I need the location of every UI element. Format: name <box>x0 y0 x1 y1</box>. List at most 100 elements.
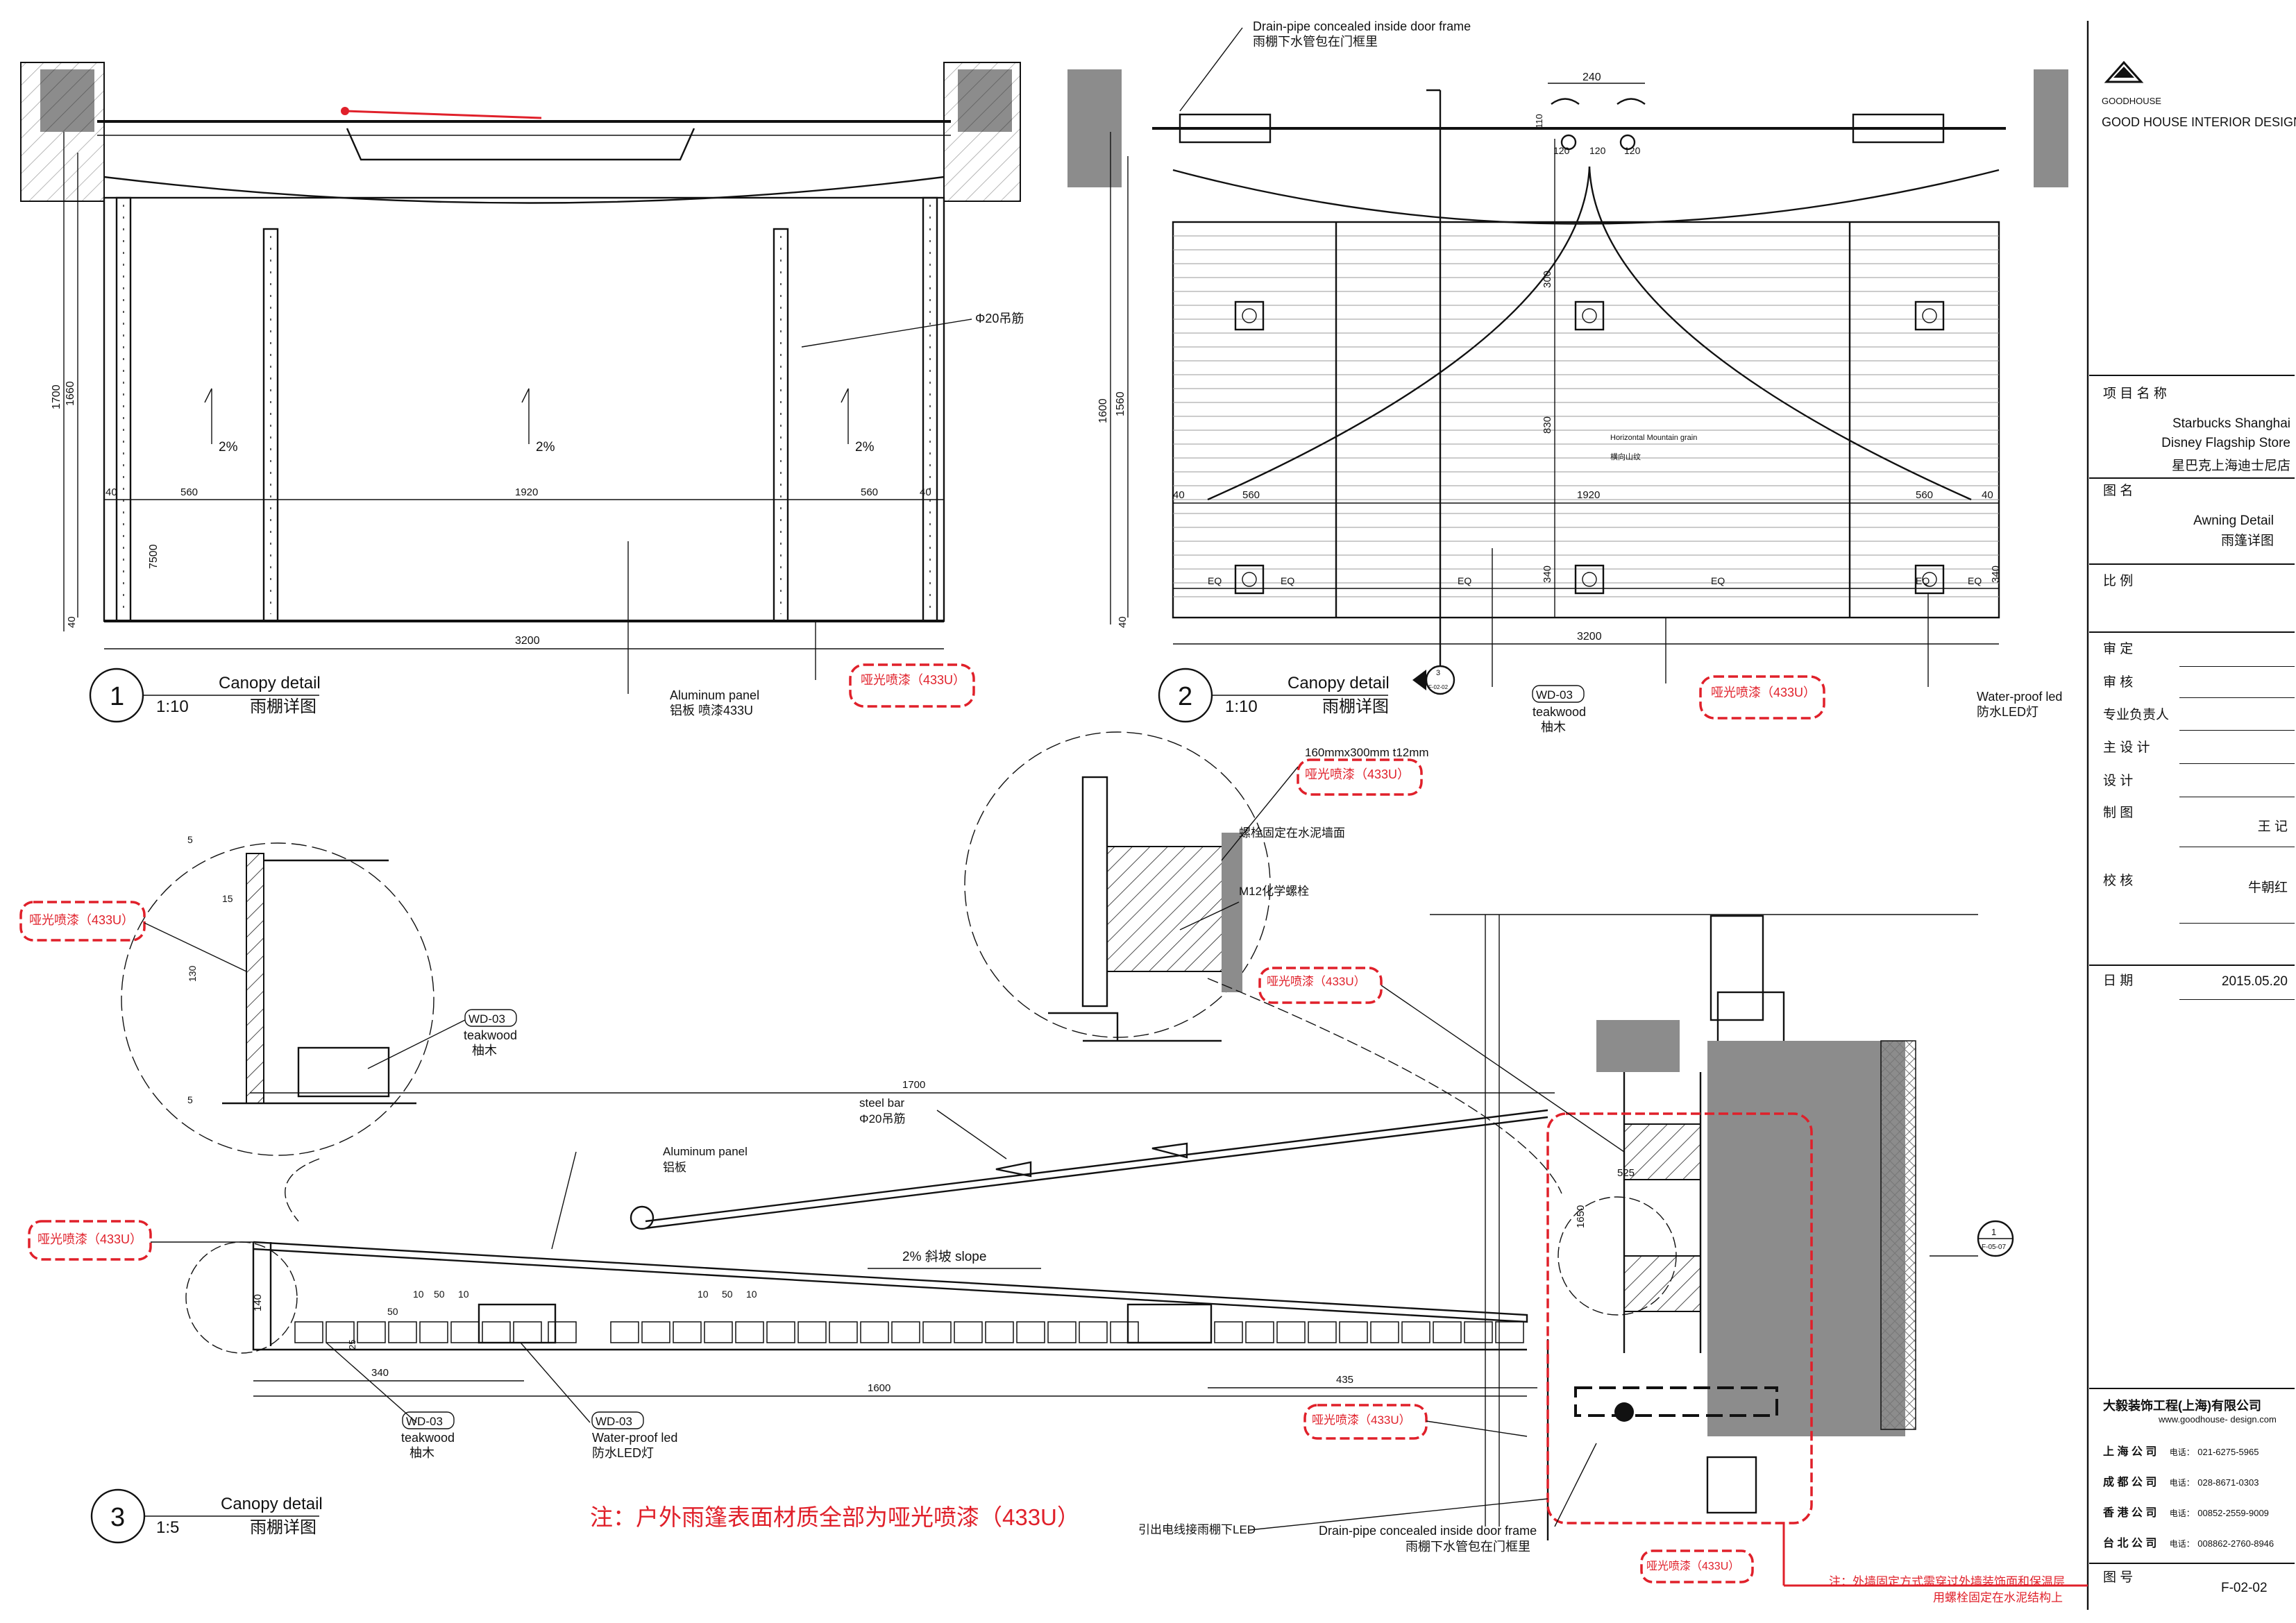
slope-arrow-right: 2% <box>841 388 875 454</box>
led-bar-right <box>1852 113 1945 144</box>
detail-1-scale: 1:10 <box>156 697 189 716</box>
drawing-number-value: F-02-02 <box>2221 1581 2268 1595</box>
company-name-cn: 大毅装饰工程(上海)有限公司 <box>2103 1399 2261 1413</box>
teakwood-block <box>297 1046 390 1098</box>
svg-text:1: 1 <box>110 682 124 711</box>
svg-text:EQ: EQ <box>1916 575 1930 586</box>
svg-text:2%: 2% <box>536 440 555 454</box>
teakwood-strips <box>294 1321 1524 1343</box>
svg-text:1920: 1920 <box>1577 489 1600 501</box>
svg-text:560: 560 <box>1242 489 1260 501</box>
svg-text:140: 140 <box>252 1294 264 1311</box>
svg-text:340: 340 <box>1990 566 2002 583</box>
drawing-name-cn: 雨篷详图 <box>2220 534 2274 548</box>
hanger-fittings: 240 120 120 120 110 <box>1534 71 1646 156</box>
section-mark-3: 3 F-02-02 <box>1412 665 1455 695</box>
office-hongkong: 香 港 公 司 电话： 00852-2559-9009 <box>2103 1507 2269 1519</box>
canopy2-front-curve <box>1172 169 2000 225</box>
panel-label-en: Aluminum panel <box>670 688 759 702</box>
svg-text:50: 50 <box>387 1306 398 1317</box>
svg-text:teakwood: teakwood <box>401 1431 455 1445</box>
date-label: 日 期 <box>2103 974 2134 988</box>
led-box-right <box>1126 1303 1213 1344</box>
office-chengdu: 成 都 公 司 电话： 028-8671-0303 <box>2103 1477 2259 1488</box>
svg-text:10: 10 <box>746 1289 757 1300</box>
drain-label-cn-3: 雨棚下水管包在门框里 <box>1406 1540 1530 1554</box>
company-name-en: GOOD HOUSE INTERIOR DESIGN <box>2102 115 2296 129</box>
plate-size-label: 160mmx300mm t12mm <box>1305 746 1429 759</box>
svg-text:10: 10 <box>458 1289 469 1300</box>
company-website: www.goodhouse- design.com <box>2159 1414 2277 1425</box>
office-shanghai: 上 海 公 司 电话： 021-6275-5965 <box>2103 1446 2259 1458</box>
drawn-by-value: 王 记 <box>2257 819 2288 834</box>
svg-text:防水LED灯: 防水LED灯 <box>592 1446 654 1460</box>
wall-bracket-hatch-lower <box>1623 1255 1701 1312</box>
wall-fix-note-line1: 注：外墙固定方式需穿过外墙装饰面和保温层 <box>1829 1575 2065 1588</box>
canopy-front-curve <box>103 176 945 204</box>
svg-text:WD-03: WD-03 <box>596 1415 632 1428</box>
svg-text:560: 560 <box>180 486 198 498</box>
material-note: 注：户外雨篷表面材质全部为哑光喷漆（433U） <box>590 1504 1080 1530</box>
paint-note-cloud-3b <box>1297 758 1423 796</box>
detail-2-title-cn: 雨棚详图 <box>1322 697 1389 716</box>
svg-text:哑光喷漆（433U）: 哑光喷漆（433U） <box>1312 1413 1411 1427</box>
svg-text:3200: 3200 <box>1577 631 1602 643</box>
scale-label: 比 例 <box>2103 574 2134 588</box>
slope-arrow-mid: 2% <box>521 388 555 454</box>
rib-mid-right <box>773 228 789 622</box>
svg-text:50: 50 <box>722 1289 733 1300</box>
detail-1-title-cn: 雨棚详图 <box>250 697 316 716</box>
drain-label-cn: 雨棚下水管包在门框里 <box>1253 35 1378 49</box>
svg-text:240: 240 <box>1582 71 1601 83</box>
project-name-label: 项 目 名 称 <box>2103 386 2167 401</box>
main-design-label: 主 设 计 <box>2103 740 2150 755</box>
svg-text:560: 560 <box>1916 489 1933 501</box>
paint-note-cloud-3d <box>28 1220 152 1261</box>
svg-text:5: 5 <box>187 834 193 845</box>
svg-text:2%: 2% <box>855 440 875 454</box>
paint-note-cloud-3a <box>19 901 146 942</box>
svg-text:F-05-07: F-05-07 <box>1982 1243 2006 1251</box>
svg-text:40: 40 <box>920 486 931 498</box>
svg-text:横向山纹: 横向山纹 <box>1610 452 1641 461</box>
svg-text:120: 120 <box>1624 145 1641 156</box>
svg-text:Horizontal Mountain grain: Horizontal Mountain grain <box>1610 434 1697 442</box>
svg-text:110: 110 <box>1534 114 1544 128</box>
wire-label: 引出电线接雨棚下LED <box>1138 1523 1256 1536</box>
wall-bracket-hatch-upper <box>1623 1123 1701 1180</box>
office-taipei: 台 北 公 司 电话： 008862-2760-8946 <box>2103 1538 2274 1549</box>
concrete-wall <box>1707 1041 1905 1436</box>
svg-text:哑光喷漆（433U）: 哑光喷漆（433U） <box>861 673 965 687</box>
svg-text:1920: 1920 <box>515 486 538 498</box>
svg-text:50: 50 <box>434 1289 445 1300</box>
detail-1-title-en: Canopy detail <box>219 674 321 692</box>
svg-text:哑光喷漆（433U）: 哑光喷漆（433U） <box>1305 767 1410 781</box>
svg-text:1650: 1650 <box>1575 1205 1587 1228</box>
paint-note-cloud-3e <box>1303 1404 1428 1440</box>
svg-text:5: 5 <box>187 1094 193 1105</box>
svg-text:1700: 1700 <box>902 1079 925 1091</box>
led-label-cn: 防水LED灯 <box>1977 705 2038 719</box>
insulation-layer <box>1880 1040 1916 1430</box>
bolt-fix-label: 螺栓固定在水泥墙面 <box>1239 826 1345 840</box>
wall2-left <box>1067 69 1122 187</box>
drawn-by-label: 制 图 <box>2103 806 2134 820</box>
svg-text:15: 15 <box>222 893 233 904</box>
detail-3: 5 15 130 5 哑光喷漆（433U） WD-03 teakwood 柚木 … <box>19 731 2088 1604</box>
bracket-plate-hatch <box>1106 846 1226 972</box>
svg-text:柚木: 柚木 <box>410 1446 434 1460</box>
svg-text:EQ: EQ <box>1458 575 1471 586</box>
wd-03-tag: WD-03 <box>1536 688 1573 702</box>
drawing-name-en: Awning Detail <box>2193 513 2274 528</box>
detail-3-title-en: Canopy detail <box>221 1495 323 1513</box>
svg-text:EQ: EQ <box>1208 575 1222 586</box>
ref-mark-1: 1 F-05-07 <box>1930 1220 2014 1257</box>
svg-text:560: 560 <box>861 486 878 498</box>
steel-bar-label-cn: Φ20吊筋 <box>859 1112 905 1125</box>
slope-arrow-left: 2% <box>204 388 238 454</box>
rib-right <box>922 196 938 622</box>
svg-text:哑光喷漆（433U）: 哑光喷漆（433U） <box>1646 1560 1739 1572</box>
svg-text:10: 10 <box>413 1289 424 1300</box>
canopy2-panel-outline <box>1172 221 2000 619</box>
svg-text:40: 40 <box>105 486 117 498</box>
